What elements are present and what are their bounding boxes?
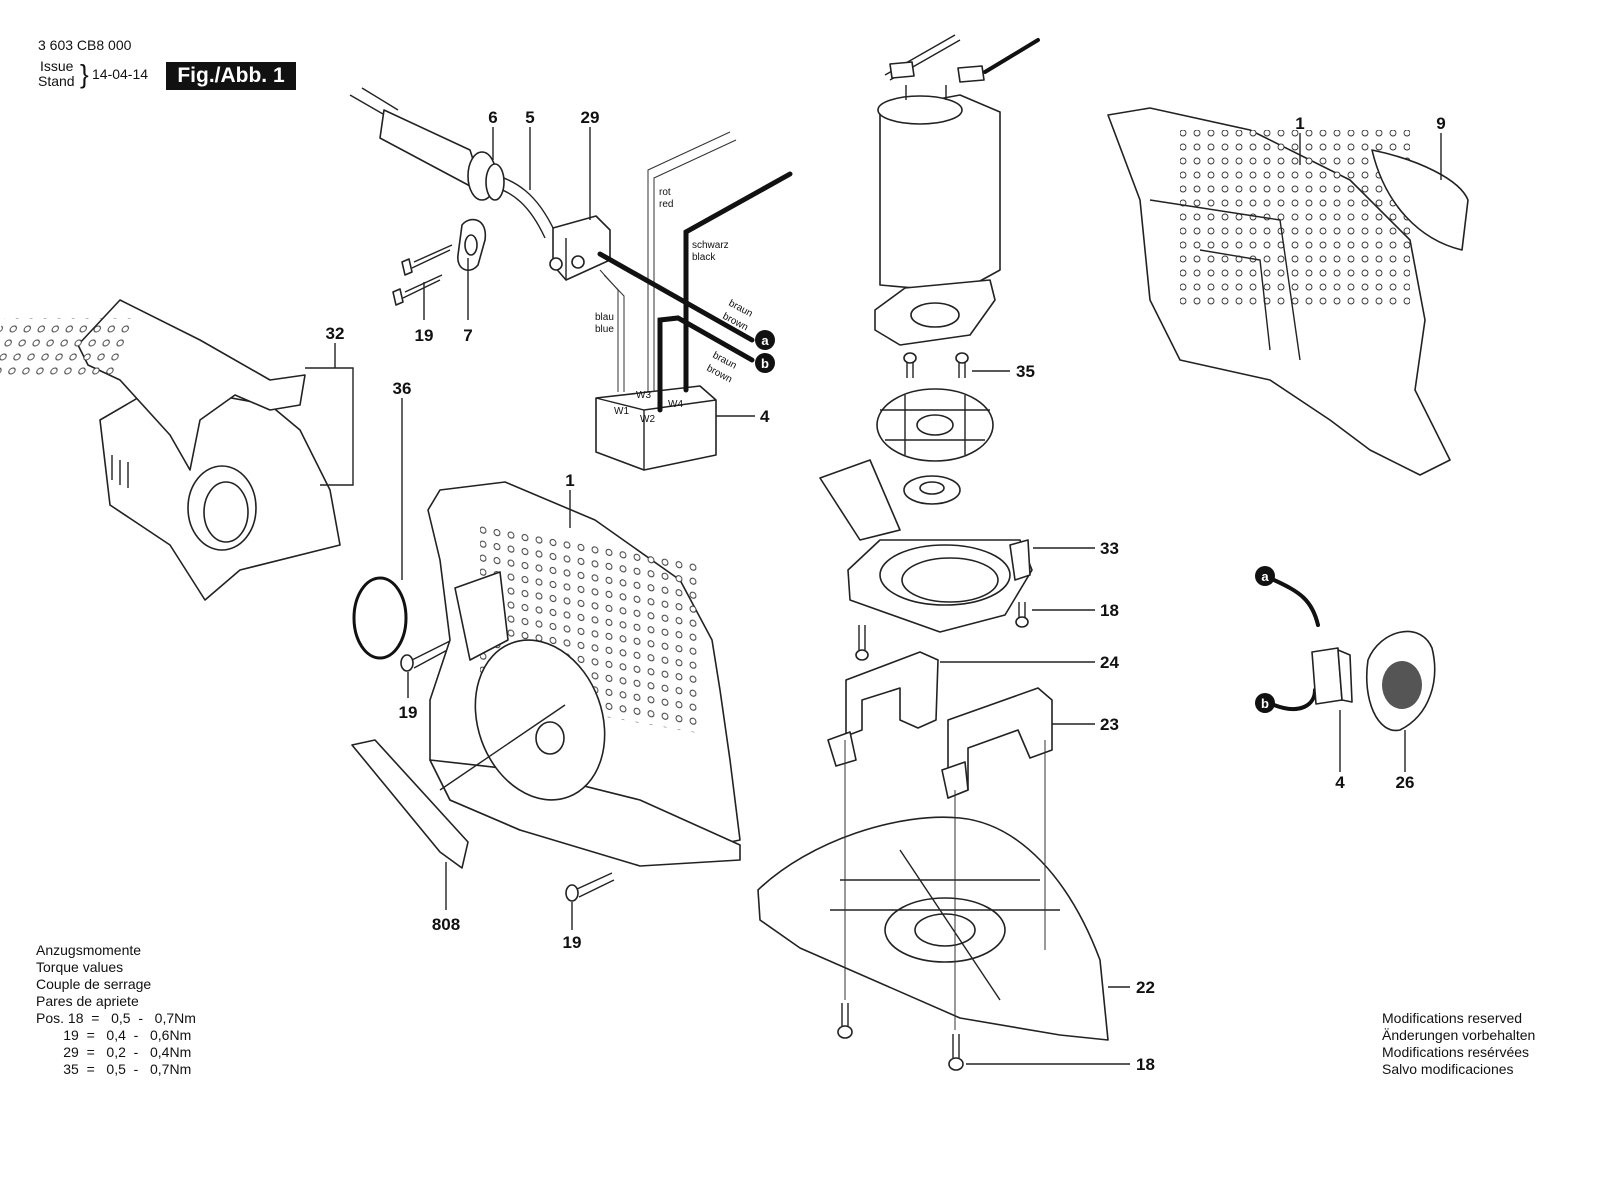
suppressor-box <box>595 385 717 471</box>
screw-19-mid <box>400 634 465 672</box>
callout-7: 7 <box>463 326 472 345</box>
wiring <box>597 131 793 413</box>
modifications-en: Modifications reserved <box>1382 1010 1523 1026</box>
callout-26: 26 <box>1396 773 1415 792</box>
torque-title-fr: Couple de serrage <box>36 976 152 992</box>
callout-18-lower: 18 <box>1136 1055 1155 1074</box>
torque-title-es: Pares de apriete <box>36 993 139 1009</box>
o-ring <box>352 576 408 660</box>
connector-b-label: b <box>761 356 769 371</box>
callout-23: 23 <box>1100 715 1119 734</box>
cable-clamp <box>457 218 487 271</box>
torque-row-19: 19 = 0,4 - 0,6Nm <box>36 1027 192 1043</box>
callout-18-upper: 18 <box>1100 601 1119 620</box>
power-cable <box>349 87 556 239</box>
switch: a b <box>1255 566 1353 713</box>
connector-a-top: a <box>755 330 775 350</box>
base-plate <box>757 816 1109 1041</box>
fan-housing <box>819 459 1033 633</box>
figure-label: Fig./Abb. 1 <box>166 62 296 90</box>
callout-36: 36 <box>393 379 412 398</box>
callout-33: 33 <box>1100 539 1119 558</box>
callout-19-top: 19 <box>415 326 434 345</box>
callout-19-mid: 19 <box>399 703 418 722</box>
torque-row-35: 35 = 0,5 - 0,7Nm <box>36 1061 192 1077</box>
torque-title-en: Torque values <box>36 959 124 975</box>
torque-notes: Anzugsmomente Torque values Couple de se… <box>36 942 196 1078</box>
screw-18-upper <box>855 602 1029 661</box>
sanding-pad-strip <box>351 739 469 869</box>
motor <box>874 34 1040 346</box>
callout-808: 808 <box>432 915 460 934</box>
wire-label-w3: W3 <box>636 390 651 401</box>
terminal-block <box>549 215 611 281</box>
callout-29: 29 <box>581 108 600 127</box>
wire-label-schwarz: schwarz <box>692 240 729 251</box>
wire-label-red: red <box>659 199 673 210</box>
switch-button <box>1366 630 1436 732</box>
callout-19-bottom: 19 <box>563 933 582 952</box>
header-brace: } <box>80 59 89 89</box>
callout-9: 9 <box>1436 114 1445 133</box>
dust-cover <box>0 299 341 601</box>
wire-label-blue: blue <box>595 324 614 335</box>
wire-label-rot: rot <box>659 187 671 198</box>
callout-1-rear: 1 <box>1295 114 1304 133</box>
callout-5: 5 <box>525 108 534 127</box>
label-plate <box>1371 149 1469 251</box>
callout-24: 24 <box>1100 653 1119 672</box>
connector-b-right-label: b <box>1261 696 1269 711</box>
callout-1-front: 1 <box>565 471 574 490</box>
modifications-es: Salvo modificaciones <box>1382 1061 1514 1077</box>
issue-date: 14-04-14 <box>92 66 149 82</box>
housing-front <box>427 481 741 867</box>
callout-6: 6 <box>488 108 497 127</box>
document-number: 3 603 CB8 000 <box>38 37 132 53</box>
screws-35 <box>903 352 969 378</box>
wire-label-black: black <box>692 252 716 263</box>
screw-19-top <box>392 244 453 306</box>
callout-4-switch: 4 <box>1335 773 1345 792</box>
connector-b-top: b <box>755 353 775 373</box>
leader-lines <box>305 127 1442 1065</box>
screw-19-bottom <box>565 872 615 902</box>
connector-a-label: a <box>761 333 769 348</box>
modifications-notes: Modifications reserved Änderungen vorbeh… <box>1382 1010 1535 1078</box>
wire-label-w2: W2 <box>640 414 655 425</box>
torque-row-18: Pos. 18 = 0,5 - 0,7Nm <box>36 1010 196 1026</box>
screw-18-lower <box>837 1003 964 1071</box>
stand-label: Stand <box>38 73 75 89</box>
issue-label: Issue <box>40 58 74 74</box>
wire-label-w1: W1 <box>614 406 629 417</box>
callout-35: 35 <box>1016 362 1035 381</box>
wire-label-w4: W4 <box>668 399 683 410</box>
callouts: 6 5 29 19 7 32 36 4 1 19 808 19 35 33 18… <box>326 108 1446 1074</box>
modifications-de: Änderungen vorbehalten <box>1382 1027 1536 1043</box>
callout-22: 22 <box>1136 978 1155 997</box>
torque-row-29: 29 = 0,2 - 0,4Nm <box>36 1044 192 1060</box>
wire-label-blau: blau <box>595 312 614 323</box>
modifications-fr: Modifications resérvées <box>1382 1044 1530 1060</box>
support-24 <box>827 651 939 767</box>
cable-grommet <box>467 151 505 201</box>
fan <box>876 388 994 462</box>
connector-a-right-label: a <box>1261 569 1269 584</box>
housing-rear <box>1107 107 1451 476</box>
callout-32: 32 <box>326 324 345 343</box>
callout-4: 4 <box>760 407 770 426</box>
bearing <box>903 475 961 505</box>
support-23 <box>941 687 1053 799</box>
torque-title-de: Anzugsmomente <box>36 942 142 958</box>
